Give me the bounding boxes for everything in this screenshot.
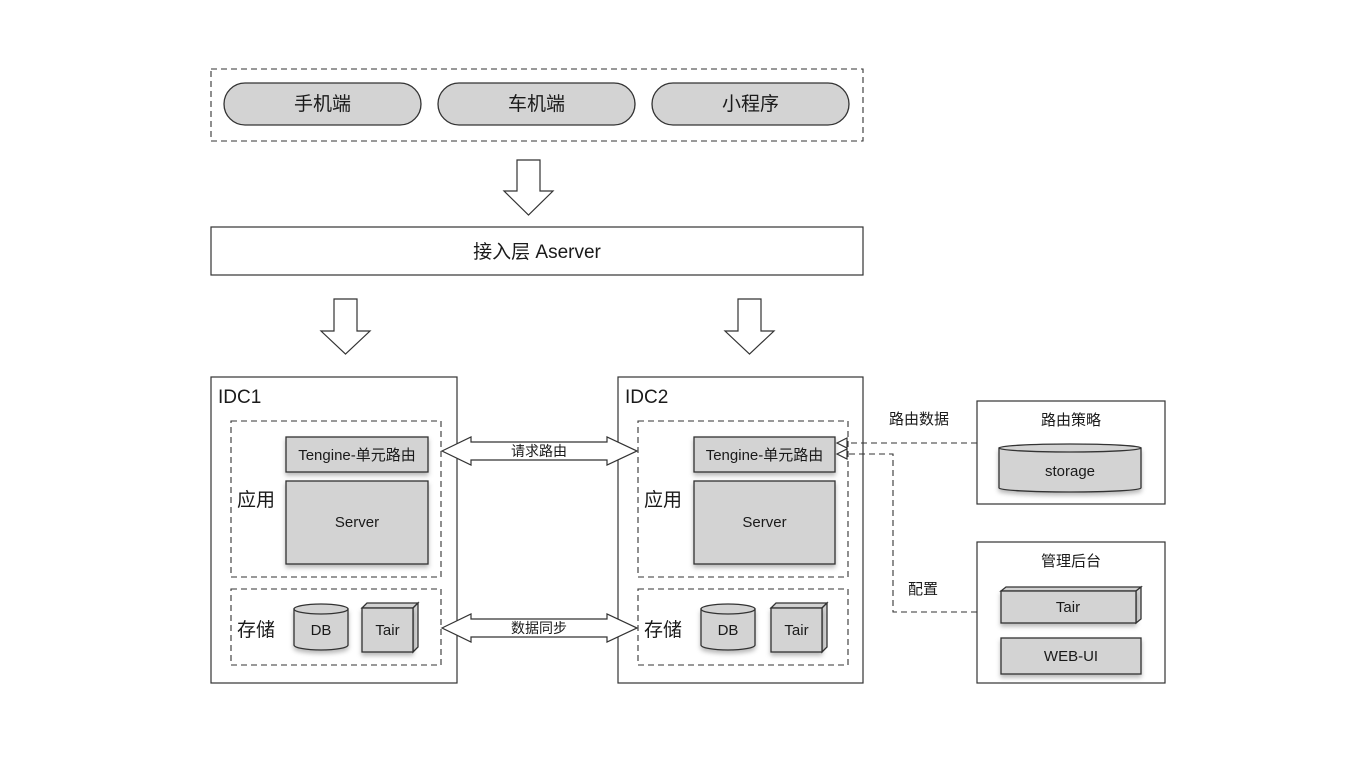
open-arrowhead-icon (835, 448, 848, 460)
config-label: 配置 (908, 581, 938, 598)
idc1-router-label: Tengine-单元路由 (298, 447, 416, 464)
routing-policy: 路由策略 storage (976, 400, 1166, 505)
idc1-app-frame (230, 420, 442, 578)
admin-backend: 管理后台 Tair WEB-UI (976, 541, 1166, 684)
idc1-db-cylinder: DB (293, 603, 349, 651)
data-sync-link: 数据同步 (440, 613, 639, 643)
idc2-storage-frame (637, 588, 849, 666)
idc2-server: Server (693, 480, 836, 565)
idc1: IDC1 应用 Tengine-单元路由 Server 存储 DB Tair (210, 376, 458, 684)
idc1-tengine-router: Tengine-单元路由 (285, 436, 429, 473)
admin-tair-label: Tair (1056, 599, 1080, 616)
idc1-tair-cube: Tair (360, 601, 420, 654)
double-arrow-icon (440, 613, 639, 643)
access-layer: 接入层 Aserver (210, 226, 864, 276)
client-miniprogram: 小程序 (651, 82, 850, 126)
idc1-title: IDC1 (218, 387, 261, 408)
routing-data-connector: 路由数据 (835, 411, 977, 449)
down-arrow-icon (723, 298, 776, 355)
idc2: IDC2 应用 Tengine-单元路由 Server 存储 DB Tair (617, 376, 864, 684)
open-arrowhead-icon (835, 437, 848, 449)
idc2-storage-label: 存储 (644, 619, 682, 641)
idc1-storage-frame (230, 588, 442, 666)
config-connector: 配置 (835, 448, 977, 613)
clients-dashed-frame (210, 68, 864, 142)
down-arrow-icon (502, 159, 555, 216)
client-mobile-label: 手机端 (294, 93, 351, 115)
admin-title: 管理后台 (1041, 553, 1101, 570)
clients-group: 手机端 车机端 小程序 (210, 68, 864, 142)
idc2-app-label: 应用 (644, 489, 682, 511)
idc1-server-label: Server (335, 514, 379, 531)
request-routing-link: 请求路由 (440, 436, 639, 466)
idc1-server: Server (285, 480, 429, 565)
down-arrow-icon (319, 298, 372, 355)
idc2-server-label: Server (742, 514, 786, 531)
data-sync-label: 数据同步 (511, 620, 567, 636)
admin-tair-block: Tair (999, 585, 1143, 625)
routing-policy-title: 路由策略 (1041, 412, 1101, 429)
routing-data-label: 路由数据 (889, 411, 949, 428)
idc1-app-label: 应用 (237, 489, 275, 511)
idc2-tair-cube: Tair (769, 601, 829, 654)
idc2-db-cylinder: DB (700, 603, 756, 651)
admin-webui-label: WEB-UI (1044, 648, 1098, 665)
idc1-storage-label: 存储 (237, 619, 275, 641)
admin-webui-block: WEB-UI (1000, 637, 1142, 675)
client-car-label: 车机端 (508, 93, 565, 115)
routing-storage-cylinder: storage (998, 443, 1142, 493)
idc2-app-frame (637, 420, 849, 578)
request-routing-label: 请求路由 (511, 443, 567, 459)
idc1-db-label: DB (311, 622, 332, 639)
double-arrow-icon (440, 436, 639, 466)
idc1-tair-label: Tair (375, 622, 399, 639)
idc2-router-label: Tengine-单元路由 (706, 447, 824, 464)
idc2-title: IDC2 (625, 387, 668, 408)
client-car: 车机端 (437, 82, 636, 126)
access-layer-label: 接入层 Aserver (473, 241, 601, 263)
idc2-tair-label: Tair (784, 622, 808, 639)
routing-storage-label: storage (1045, 463, 1095, 480)
client-miniprogram-label: 小程序 (722, 93, 779, 115)
idc2-tengine-router: Tengine-单元路由 (693, 436, 836, 473)
client-mobile: 手机端 (223, 82, 422, 126)
idc2-db-label: DB (718, 622, 739, 639)
